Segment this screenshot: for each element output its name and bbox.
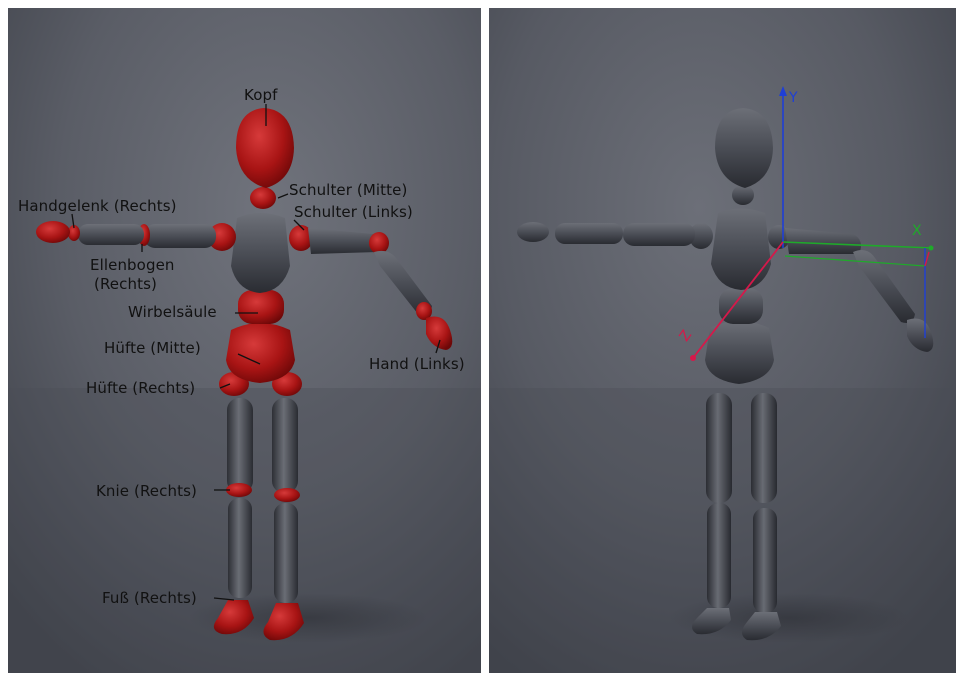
label-shoulder-left: Schulter (Links) xyxy=(294,203,413,221)
spine-segment xyxy=(238,290,284,324)
r-left-thigh xyxy=(751,393,777,503)
left-panel-mannequin-joints xyxy=(8,8,481,673)
r-right-forearm xyxy=(555,223,623,244)
label-elbow-right-line1: Ellenbogen xyxy=(90,256,175,274)
right-hand xyxy=(36,221,70,243)
label-head: Kopf xyxy=(244,86,277,104)
label-wrist-right: Handgelenk (Rechts) xyxy=(18,197,177,215)
left-elbow-joint xyxy=(369,232,389,254)
axis-label-y: Y xyxy=(789,90,798,106)
r-left-shin xyxy=(753,508,777,613)
r-chest xyxy=(711,209,771,291)
label-foot-right: Fuß (Rechts) xyxy=(102,589,197,607)
label-elbow-right-line2: (Rechts) xyxy=(94,275,157,293)
r-right-shin xyxy=(707,503,731,608)
right-panel-mannequin-axes xyxy=(489,8,956,673)
chest xyxy=(231,213,290,293)
left-shin xyxy=(274,503,298,603)
left-knee-joint xyxy=(274,488,300,502)
r-neck xyxy=(732,185,754,205)
label-hip-mid: Hüfte (Mitte) xyxy=(104,339,201,357)
label-shoulder-mid: Schulter (Mitte) xyxy=(289,181,407,199)
neck-joint xyxy=(250,187,276,209)
r-right-thigh xyxy=(706,393,732,503)
label-knee-right: Knie (Rechts) xyxy=(96,482,197,500)
pelvis xyxy=(226,323,295,383)
label-hip-right: Hüfte (Rechts) xyxy=(86,379,195,397)
axis-label-x: X xyxy=(912,223,922,239)
left-thigh xyxy=(272,398,298,493)
right-thigh xyxy=(227,398,253,493)
r-right-upper-arm xyxy=(623,223,695,246)
z-axis-end xyxy=(690,355,696,361)
right-forearm xyxy=(78,224,144,245)
r-spine xyxy=(719,288,763,324)
x-axis-end xyxy=(929,246,934,251)
r-right-hand xyxy=(517,222,549,242)
label-spine: Wirbelsäule xyxy=(128,303,217,321)
right-upper-arm xyxy=(144,224,216,248)
label-hand-left: Hand (Links) xyxy=(369,355,465,373)
right-shin xyxy=(228,498,252,598)
